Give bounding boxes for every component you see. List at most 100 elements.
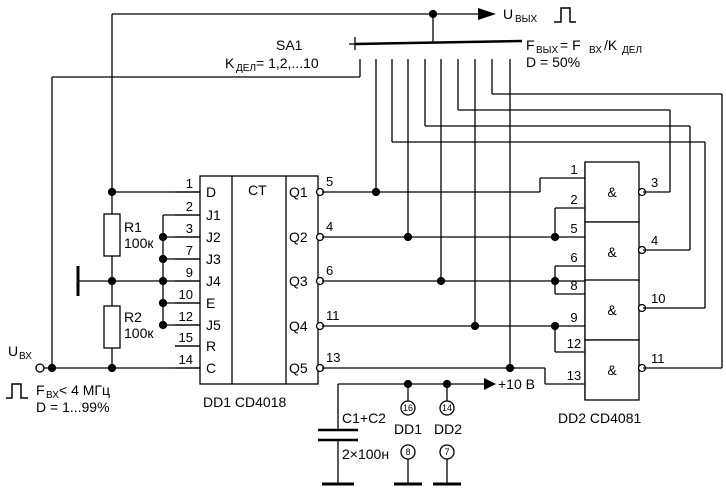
input-terminal[interactable] [35, 363, 45, 373]
output-bus [111, 8, 496, 192]
chip-dd1: CT DD1 CD4018 [199, 175, 319, 410]
r1-name: R1 [124, 219, 142, 235]
dd1-pin-name: J5 [206, 317, 221, 333]
dd2-gnd-pin: 7 [444, 447, 449, 457]
input-f-limit: < 4 МГц [59, 382, 110, 398]
dd1-pin-name: D [206, 184, 216, 200]
dd1-pin-number: 10 [179, 287, 193, 302]
dd1-pin-number: 2 [186, 199, 193, 214]
dd1-pin-number: 13 [326, 350, 340, 365]
and-gate [584, 339, 640, 401]
gate-pin-number: 11 [651, 351, 665, 366]
dd1-pin-name: J3 [206, 251, 221, 267]
switch-wiper[interactable] [354, 39, 523, 46]
r2-value: 100к [124, 325, 154, 341]
dd1-pin-name: C [206, 360, 216, 376]
q-output-lines [322, 177, 585, 385]
input-duty: D = 1...99% [36, 399, 110, 415]
switch-sa1[interactable]: SA1 K ДЕЛ = 1,2,...10 [225, 37, 523, 74]
switch-k-values: = 1,2,...10 [256, 55, 319, 71]
output-voltage-label: U [503, 6, 513, 22]
gate-pin-number: 5 [570, 221, 577, 236]
and-gate [584, 221, 640, 283]
input-network [35, 77, 200, 373]
dd1-pin-number: 9 [186, 265, 193, 280]
dd1-pin-name: Q1 [289, 184, 308, 200]
input-f-subscript: ВХ [46, 390, 59, 401]
formula-f-out: F [526, 37, 535, 53]
gate-pin-number: 12 [567, 336, 581, 351]
power-labels: +10 В C1+C2 2×100н DD1 DD2 16 14 8 7 [342, 376, 535, 462]
gate-pin-number: 9 [570, 310, 577, 325]
switch-contacts [52, 59, 723, 368]
output-label: U ВЫХ [503, 6, 576, 25]
dd1-pin-number: 1 [186, 176, 193, 191]
r1-value: 100к [124, 235, 154, 251]
switch-k-label: K [225, 55, 235, 71]
power-dd2-label: DD2 [434, 421, 462, 437]
gate-pin-number: 13 [567, 368, 581, 383]
and-gate-symbol: & [607, 302, 617, 318]
input-label: U ВХ F ВХ < 4 МГц D = 1...99% [6, 343, 110, 415]
dd1-pin-number: 3 [186, 221, 193, 236]
output-pulse-icon [554, 7, 576, 23]
power-supply [318, 378, 496, 486]
gate-pin-number: 1 [570, 162, 577, 177]
switch-k-subscript: ДЕЛ [236, 63, 256, 74]
formula-slash: /K [604, 37, 618, 53]
dd1-pin-number: 5 [326, 174, 333, 189]
resistor-r1 [103, 213, 121, 257]
dd1-pin-number: 7 [186, 243, 193, 258]
output-formula: F ВЫХ = F ВХ /K ДЕЛ D = 50% [526, 37, 642, 70]
formula-eq: = F [560, 37, 581, 53]
and-gate-symbol: & [607, 244, 617, 260]
dd1-type-label: CT [248, 182, 267, 198]
dd1-caption: DD1 CD4018 [203, 394, 286, 410]
dd1-gnd-pin: 8 [405, 447, 410, 457]
r2-name: R2 [124, 309, 142, 325]
input-voltage-subscript: ВХ [19, 351, 32, 362]
gate-pin-number: 10 [651, 291, 665, 306]
dd1-pin-name: Q3 [289, 273, 308, 289]
dd1-pin-number: 12 [179, 309, 193, 324]
dd1-pin-number: 6 [326, 263, 333, 278]
input-voltage-label: U [8, 343, 18, 359]
input-pulse-icon [6, 383, 28, 399]
gate-pin-number: 8 [570, 278, 577, 293]
dd1-vdd-pin: 16 [403, 403, 413, 413]
formula-f-out-sub: ВЫХ [536, 45, 559, 56]
formula-f-in-sub: ВХ [589, 45, 602, 56]
input-f-label: F [36, 382, 45, 398]
dd1-pin-name: R [206, 338, 216, 354]
gate-pin-number: 3 [651, 175, 658, 190]
dd1-pin-number: 11 [326, 308, 340, 323]
dd1-pin-number: 14 [179, 352, 193, 367]
dd1-pin-name: Q2 [289, 229, 308, 245]
and-gate-symbol: & [607, 184, 617, 200]
dd1-pin-name: E [206, 295, 215, 311]
capacitor-name: C1+C2 [342, 410, 386, 426]
resistor-labels: R1 100к R2 100к [124, 219, 154, 341]
dd1-pin-name: J2 [206, 229, 221, 245]
power-dd1-label: DD1 [394, 421, 422, 437]
gate-pin-number: 4 [651, 233, 658, 248]
switch-designator: SA1 [276, 37, 303, 53]
dd2-vdd-pin: 14 [442, 403, 452, 413]
dd1-pin-number: 15 [179, 330, 193, 345]
gate-pin-number: 2 [570, 192, 577, 207]
dd2-caption: DD2 CD4081 [558, 410, 641, 426]
output-voltage-subscript: ВЫХ [515, 14, 538, 25]
dd1-pin-number: 4 [326, 219, 333, 234]
dd1-pin-name: Q5 [289, 360, 308, 376]
capacitor-value: 2×100н [342, 446, 389, 462]
and-gate-symbol: & [607, 362, 617, 378]
dd1-pin-name: Q4 [289, 318, 308, 334]
dd1-pin-name: J1 [206, 207, 221, 223]
dd1-pin-name: J4 [206, 273, 221, 289]
gate-pin-number: 6 [570, 250, 577, 265]
resistor-r2 [103, 305, 121, 349]
